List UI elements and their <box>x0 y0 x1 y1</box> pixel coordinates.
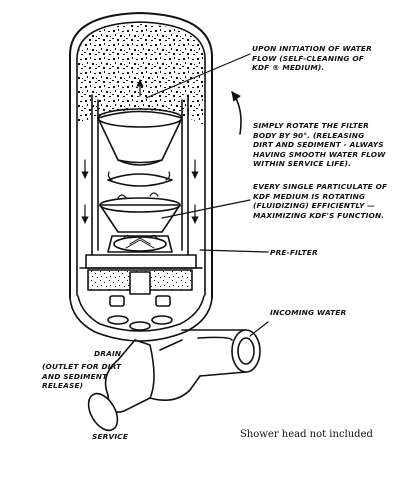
outlet-line-3: RELEASE) <box>42 381 84 390</box>
prefilter-label: PRE-FILTER <box>270 248 318 257</box>
rotate-label: SIMPLY ROTATE THE FILTER BODY BY 90°. (R… <box>253 121 386 169</box>
incoming-pipe <box>181 329 261 377</box>
rotate-line-5: WITHIN SERVICE LIFE). <box>253 159 352 168</box>
housing-outline <box>69 12 213 299</box>
flow-line-1: UPON INITIATION OF WATER <box>252 44 372 53</box>
outlet-line-2: AND SEDIMENT <box>42 371 108 381</box>
drain-label: DRAIN <box>94 349 122 358</box>
particulate-line-3: (FLUIDIZING) EFFICIENTLY — <box>253 201 375 210</box>
particulate-line-4: MAXIMIZING KDF'S FUNCTION. <box>253 210 385 220</box>
rotate-line-2: BODY BY 90°. (RELEASING <box>253 130 365 140</box>
flow-arrows <box>81 79 199 224</box>
flow-line-3: KDF ® MEDIUM). <box>252 63 325 72</box>
fluidizing-swirls <box>107 171 171 239</box>
rotate-line-3: DIRT AND SEDIMENT - ALWAYS <box>253 140 384 149</box>
service-label: SERVICE <box>92 432 129 441</box>
particulate-line-1: EVERY SINGLE PARTICULATE OF <box>253 182 388 191</box>
rotate-arrow-icon <box>231 91 242 135</box>
leader-lines <box>145 53 269 337</box>
flow-label: UPON INITIATION OF WATER FLOW (SELF-CLEA… <box>252 44 372 73</box>
flow-line-2: FLOW (SELF-CLEANING OF <box>252 53 365 63</box>
drain-spout <box>87 339 201 432</box>
rotate-line-4: HAVING SMOOTH WATER FLOW <box>253 149 386 159</box>
outlet-line-1: (OUTLET FOR DIRT <box>42 362 122 371</box>
rotating-cones <box>97 108 183 253</box>
incoming-water-label: INCOMING WATER <box>270 308 347 317</box>
kdf-media-chamber <box>78 24 204 125</box>
rotate-line-1: SIMPLY ROTATE THE FILTER <box>253 121 369 130</box>
shower-head-note: Shower head not included <box>240 429 373 440</box>
particulate-line-2: KDF MEDIUM IS ROTATING <box>253 191 366 201</box>
outlet-label: (OUTLET FOR DIRT AND SEDIMENT RELEASE) <box>42 362 121 391</box>
inner-cartridge <box>79 94 203 269</box>
particulate-label: EVERY SINGLE PARTICULATE OF KDF MEDIUM I… <box>253 182 387 220</box>
